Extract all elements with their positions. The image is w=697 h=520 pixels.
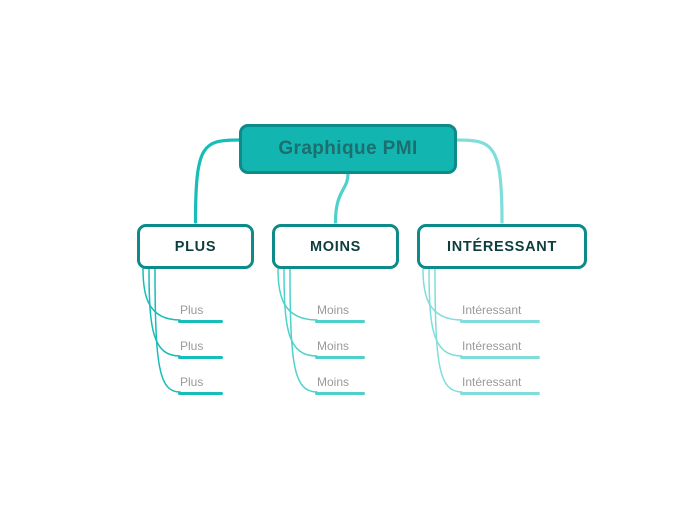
- leaf-node-underline: [460, 320, 540, 323]
- leaf-node[interactable]: Plus: [178, 303, 223, 323]
- leaf-node-underline: [315, 392, 365, 395]
- branch-node-label: PLUS: [174, 238, 217, 255]
- connector-line: [154, 268, 181, 393]
- leaf-node-label: Plus: [180, 375, 204, 389]
- connector-line: [422, 268, 463, 321]
- leaf-node[interactable]: Moins: [315, 303, 365, 323]
- root-node[interactable]: Graphique PMI: [239, 124, 457, 174]
- connector-line: [277, 268, 318, 321]
- connector-line: [142, 268, 181, 321]
- leaf-node-underline: [178, 392, 223, 395]
- leaf-node-underline: [460, 392, 540, 395]
- leaf-node-underline: [315, 356, 365, 359]
- leaf-node[interactable]: Plus: [178, 339, 223, 359]
- connector-line: [193, 138, 241, 224]
- leaf-node-label: Moins: [317, 339, 350, 353]
- leaf-node[interactable]: Plus: [178, 375, 223, 395]
- leaf-node-label: Intéressant: [462, 303, 522, 317]
- leaf-node-label: Moins: [317, 303, 350, 317]
- leaf-node-label: Moins: [317, 375, 350, 389]
- leaf-node[interactable]: Intéressant: [460, 339, 540, 359]
- leaf-node[interactable]: Intéressant: [460, 303, 540, 323]
- connector-line: [283, 268, 318, 357]
- leaf-node-label: Intéressant: [462, 375, 522, 389]
- leaf-node[interactable]: Intéressant: [460, 375, 540, 395]
- leaf-node-label: Plus: [180, 303, 204, 317]
- leaf-node-underline: [178, 356, 223, 359]
- branch-node-plus[interactable]: PLUS: [137, 224, 254, 269]
- leaf-node-label: Intéressant: [462, 339, 522, 353]
- connector-line: [148, 268, 181, 357]
- branch-node-moins[interactable]: MOINS: [272, 224, 399, 269]
- branch-node-label: INTÉRESSANT: [446, 238, 557, 255]
- connector-line: [455, 138, 504, 224]
- connector-line: [333, 172, 350, 224]
- connector-line: [428, 268, 463, 357]
- connector-line: [434, 268, 463, 393]
- branch-node-interessant[interactable]: INTÉRESSANT: [417, 224, 587, 269]
- root-node-label: Graphique PMI: [278, 138, 418, 159]
- leaf-node-label: Plus: [180, 339, 204, 353]
- leaf-node-underline: [460, 356, 540, 359]
- leaf-node[interactable]: Moins: [315, 339, 365, 359]
- branch-node-label: MOINS: [309, 238, 362, 255]
- leaf-node[interactable]: Moins: [315, 375, 365, 395]
- leaf-node-underline: [178, 320, 223, 323]
- connector-line: [289, 268, 318, 393]
- leaf-node-underline: [315, 320, 365, 323]
